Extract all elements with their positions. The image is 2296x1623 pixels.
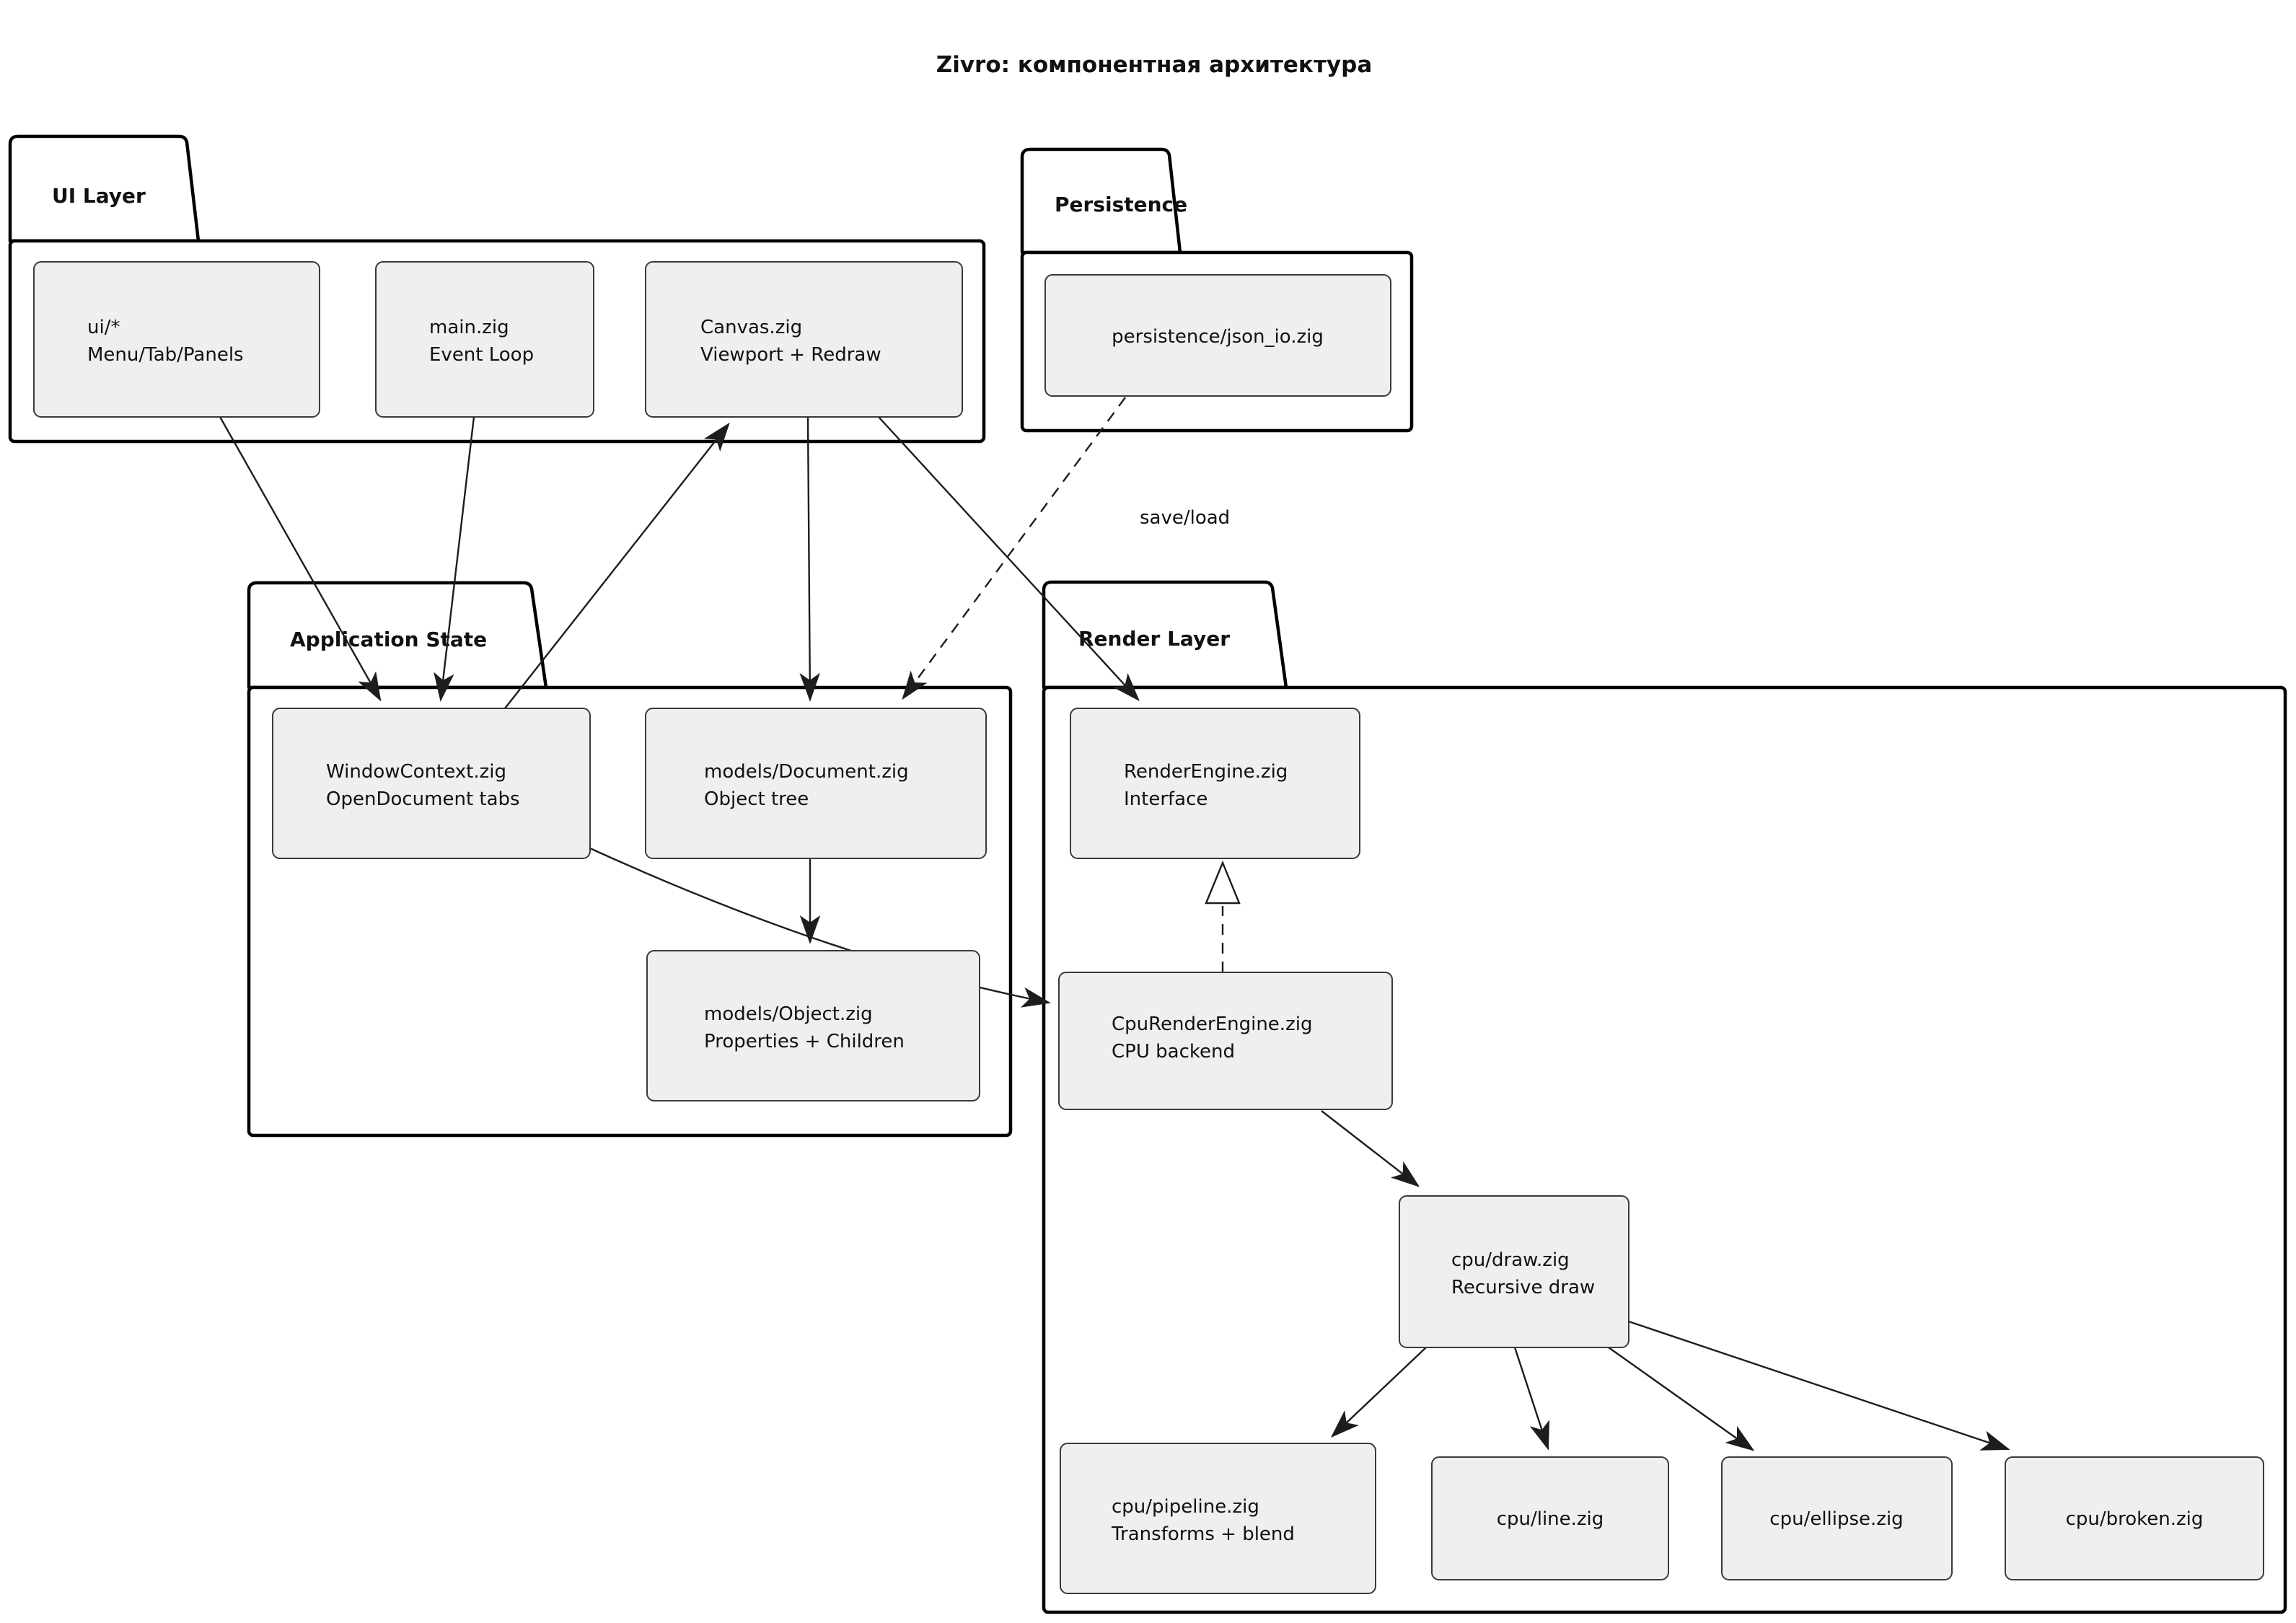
node-document-line2: Object tree xyxy=(704,788,809,810)
node-cpu-draw-line2: Recursive draw xyxy=(1451,1277,1595,1298)
package-application-state-tab xyxy=(247,581,548,690)
node-cpu-ellipse-line1: cpu/ellipse.zig xyxy=(1769,1508,1903,1530)
node-window-context-box xyxy=(272,708,591,859)
node-main-line2: Event Loop xyxy=(429,344,534,366)
node-cpu-line-box xyxy=(1431,1456,1669,1580)
node-document-line1: models/Document.zig xyxy=(704,761,909,783)
node-cpu-broken-box xyxy=(2005,1456,2264,1580)
node-ui-star-box xyxy=(33,261,320,418)
node-cpu-line: cpu/line.zig xyxy=(1431,1456,1669,1580)
node-json-io-box xyxy=(1044,274,1391,397)
edge-main-to-windowcontext xyxy=(434,416,475,702)
node-cpu-render-engine-line2: CPU backend xyxy=(1112,1041,1235,1063)
package-persistence-label: Persistence xyxy=(1055,193,1187,216)
realization-triangle-icon xyxy=(1205,860,1241,905)
node-render-engine: RenderEngine.zig Interface xyxy=(1070,708,1360,859)
edge-jsonio-to-document xyxy=(902,397,1126,700)
node-json-io: persistence/json_io.zig xyxy=(1044,274,1391,397)
node-cpu-render-engine-line1: CpuRenderEngine.zig xyxy=(1112,1013,1312,1035)
node-cpu-render-engine-box xyxy=(1058,972,1393,1110)
node-cpu-draw-box xyxy=(1399,1195,1629,1348)
node-object-box xyxy=(646,950,980,1101)
node-ui-star: ui/* Menu/Tab/Panels xyxy=(33,261,320,418)
node-object-line2: Properties + Children xyxy=(704,1031,905,1052)
diagram-title: Zivro: компонентная архитектура xyxy=(936,52,1373,78)
node-main-line1: main.zig xyxy=(429,317,509,338)
edges: save/load xyxy=(219,397,2010,1451)
node-cpu-draw-line1: cpu/draw.zig xyxy=(1451,1249,1570,1271)
edge-canvas-to-renderengine xyxy=(878,416,1140,702)
node-cpu-line-line1: cpu/line.zig xyxy=(1497,1508,1604,1530)
node-document-box xyxy=(645,708,987,859)
node-main-box xyxy=(375,261,594,418)
node-cpu-broken: cpu/broken.zig xyxy=(2005,1456,2264,1580)
edge-cpudraw-to-cpupipeline xyxy=(1330,1347,1427,1438)
node-render-engine-box xyxy=(1070,708,1360,859)
node-cpu-pipeline-box xyxy=(1060,1443,1376,1594)
node-cpu-ellipse-box xyxy=(1721,1456,1953,1580)
node-window-context: WindowContext.zig OpenDocument tabs xyxy=(272,708,591,859)
node-cpu-ellipse: cpu/ellipse.zig xyxy=(1721,1456,1953,1580)
edge-ui-to-windowcontext xyxy=(219,416,382,702)
node-ui-star-line2: Menu/Tab/Panels xyxy=(87,344,244,366)
package-render-layer-tab xyxy=(1042,580,1288,690)
node-canvas: Canvas.zig Viewport + Redraw xyxy=(645,261,963,418)
package-render-layer-label: Render Layer xyxy=(1078,627,1230,651)
edge-label-save-load: save/load xyxy=(1140,507,1230,529)
node-main: main.zig Event Loop xyxy=(375,261,594,418)
node-canvas-line2: Viewport + Redraw xyxy=(700,344,881,366)
node-canvas-line1: Canvas.zig xyxy=(700,317,802,338)
node-cpu-pipeline: cpu/pipeline.zig Transforms + blend xyxy=(1060,1443,1376,1594)
edge-windowcontext-to-canvas xyxy=(504,422,730,709)
node-canvas-box xyxy=(645,261,963,418)
node-cpu-broken-line1: cpu/broken.zig xyxy=(2066,1508,2204,1530)
package-render-layer-body xyxy=(1042,685,2287,1614)
node-document: models/Document.zig Object tree xyxy=(645,708,987,859)
node-cpu-render-engine: CpuRenderEngine.zig CPU backend xyxy=(1058,972,1393,1110)
node-render-engine-line2: Interface xyxy=(1124,788,1208,810)
node-render-engine-line1: RenderEngine.zig xyxy=(1124,761,1288,783)
node-cpu-pipeline-line1: cpu/pipeline.zig xyxy=(1112,1496,1259,1518)
edge-cpudraw-to-cpuline xyxy=(1513,1347,1549,1451)
package-application-state-label: Application State xyxy=(290,628,487,651)
edge-canvas-to-document xyxy=(799,416,821,702)
node-window-context-line2: OpenDocument tabs xyxy=(326,788,520,810)
package-persistence-tab xyxy=(1020,147,1182,255)
node-json-io-line1: persistence/json_io.zig xyxy=(1112,326,1324,348)
edge-windowcontext-to-cpurenderengine xyxy=(589,847,1051,1008)
edge-cpudraw-to-cpubroken xyxy=(1628,1320,2010,1451)
edge-cpurenderengine-to-cpudraw xyxy=(1321,1110,1420,1187)
node-ui-star-line1: ui/* xyxy=(87,317,120,338)
node-window-context-line1: WindowContext.zig xyxy=(326,761,506,783)
package-render-layer: Render Layer xyxy=(1042,580,2287,1614)
package-ui-layer-tab xyxy=(8,134,201,243)
node-cpu-pipeline-line2: Transforms + blend xyxy=(1111,1523,1295,1545)
edge-cpudraw-to-cpuellipse xyxy=(1608,1347,1755,1451)
package-ui-layer-label: UI Layer xyxy=(52,184,146,208)
node-cpu-draw: cpu/draw.zig Recursive draw xyxy=(1399,1195,1629,1348)
node-object-line1: models/Object.zig xyxy=(704,1003,873,1025)
node-object: models/Object.zig Properties + Children xyxy=(646,950,980,1101)
